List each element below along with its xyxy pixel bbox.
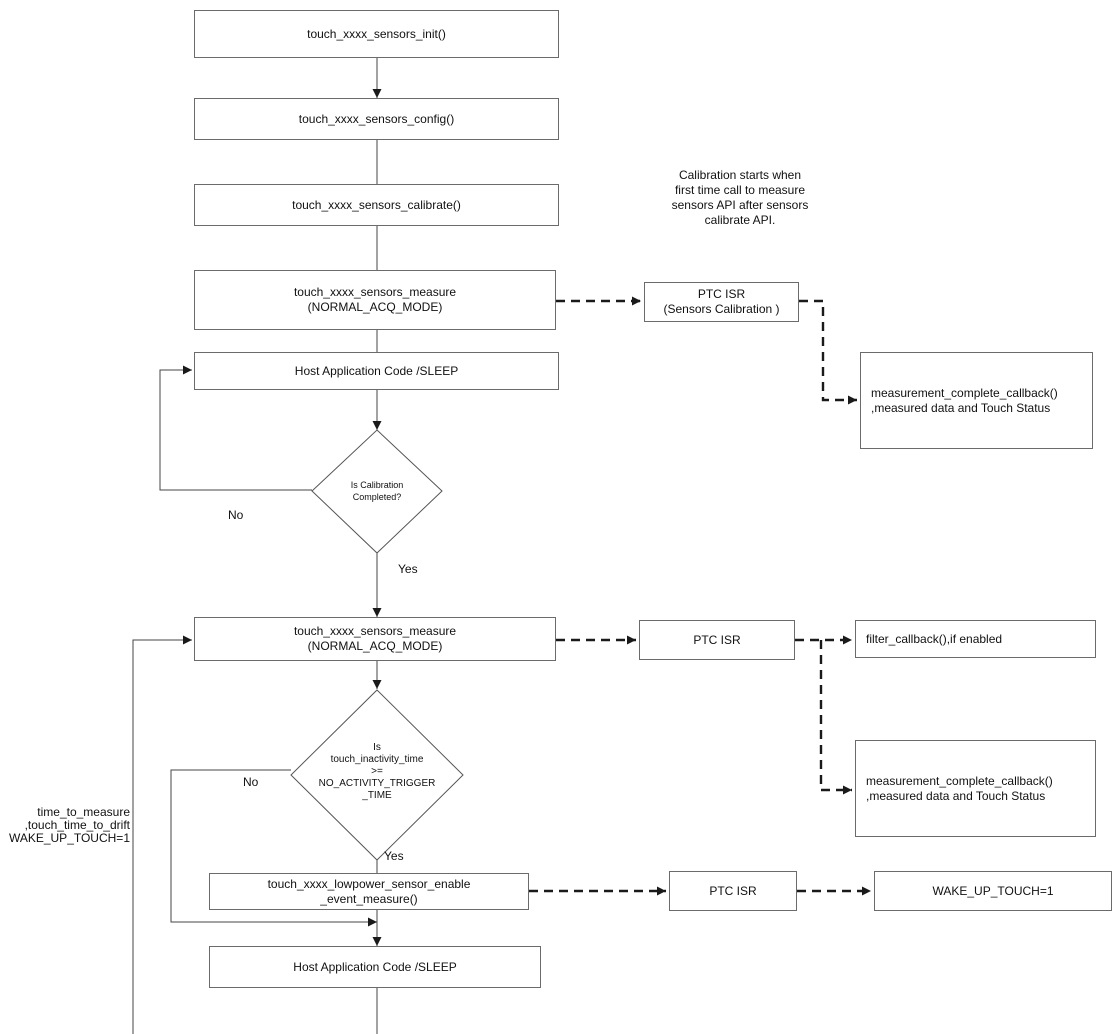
lowpower-sensor-enable-box: touch_xxxx_lowpower_sensor_enable _event… [209, 873, 529, 910]
sensors-calibrate-box: touch_xxxx_sensors_calibrate() [194, 184, 559, 226]
dashed-ptc-measurement-complete-2 [819, 640, 852, 795]
lowpower-sensor-enable-text: touch_xxxx_lowpower_sensor_enable _event… [267, 876, 471, 906]
decision-inactivity-diamond [290, 689, 464, 861]
yes-label-calibration: Yes [398, 562, 418, 576]
sensors-measure-text-2: touch_xxxx_sensors_measure (NORMAL_ACQ_M… [293, 624, 457, 653]
ptc-isr-box-3: PTC ISR [669, 871, 797, 911]
loop-no-inactivity [170, 769, 377, 927]
sensors-measure-box-1: touch_xxxx_sensors_measure (NORMAL_ACQ_M… [194, 270, 556, 330]
decision-calibration-text: Is Calibration Completed? [350, 480, 404, 502]
loop-condition-label: time_to_measure ,touch_time_to_drift WAK… [8, 805, 130, 845]
sensors-config-box: touch_xxxx_sensors_config() [194, 98, 559, 140]
calibration-note: Calibration starts when first time call … [671, 168, 809, 227]
loop-outer-wakeup [132, 635, 192, 1034]
decision-inactivity-text: Is touch_inactivity_time >= NO_ACTIVITY_… [318, 742, 436, 801]
sensors-init-text: touch_xxxx_sensors_init() [307, 26, 446, 41]
sensors-config-text: touch_xxxx_sensors_config() [298, 111, 455, 126]
ptc-isr-calibration-text: PTC ISR (Sensors Calibration ) [663, 287, 780, 316]
filter-callback-text: filter_callback(),if enabled [866, 631, 1003, 646]
host-application-text-2: Host Application Code /SLEEP [293, 959, 457, 974]
decision-inactivity-label: Is touch_inactivity_time >= NO_ACTIVITY_… [302, 732, 452, 812]
wake-up-touch-text: WAKE_UP_TOUCH=1 [932, 883, 1054, 898]
sensors-calibrate-text: touch_xxxx_sensors_calibrate() [292, 197, 461, 212]
no-label-calibration: No [228, 508, 244, 522]
wake-up-touch-box: WAKE_UP_TOUCH=1 [874, 871, 1112, 911]
ptc-isr-text-3: PTC ISR [709, 883, 757, 898]
sensors-measure-text-1: touch_xxxx_sensors_measure (NORMAL_ACQ_M… [293, 285, 457, 314]
decision-calibration-diamond [311, 429, 443, 554]
no-label-inactivity: No [243, 775, 259, 789]
yes-label-inactivity: Yes [384, 849, 404, 863]
ptc-isr-calibration-box: PTC ISR (Sensors Calibration ) [644, 282, 799, 322]
ptc-isr-box-2: PTC ISR [639, 620, 795, 660]
measurement-complete-text-1: measurement_complete_callback() ,measure… [871, 385, 1058, 415]
ptc-isr-text-2: PTC ISR [693, 632, 741, 647]
sensors-measure-box-2: touch_xxxx_sensors_measure (NORMAL_ACQ_M… [194, 617, 556, 661]
loop-no-calibration [159, 365, 312, 491]
decision-calibration-label: Is Calibration Completed? [322, 466, 432, 516]
measurement-complete-box-2: measurement_complete_callback() ,measure… [855, 740, 1096, 837]
measurement-complete-box-1: measurement_complete_callback() ,measure… [860, 352, 1093, 449]
measurement-complete-text-2: measurement_complete_callback() ,measure… [866, 773, 1053, 803]
host-application-text-1: Host Application Code /SLEEP [294, 363, 459, 378]
filter-callback-box: filter_callback(),if enabled [855, 620, 1096, 658]
sensors-init-box: touch_xxxx_sensors_init() [194, 10, 559, 58]
host-application-box-2: Host Application Code /SLEEP [209, 946, 541, 988]
dashed-ptc-measurement-complete [799, 299, 857, 405]
host-application-box-1: Host Application Code /SLEEP [194, 352, 559, 390]
